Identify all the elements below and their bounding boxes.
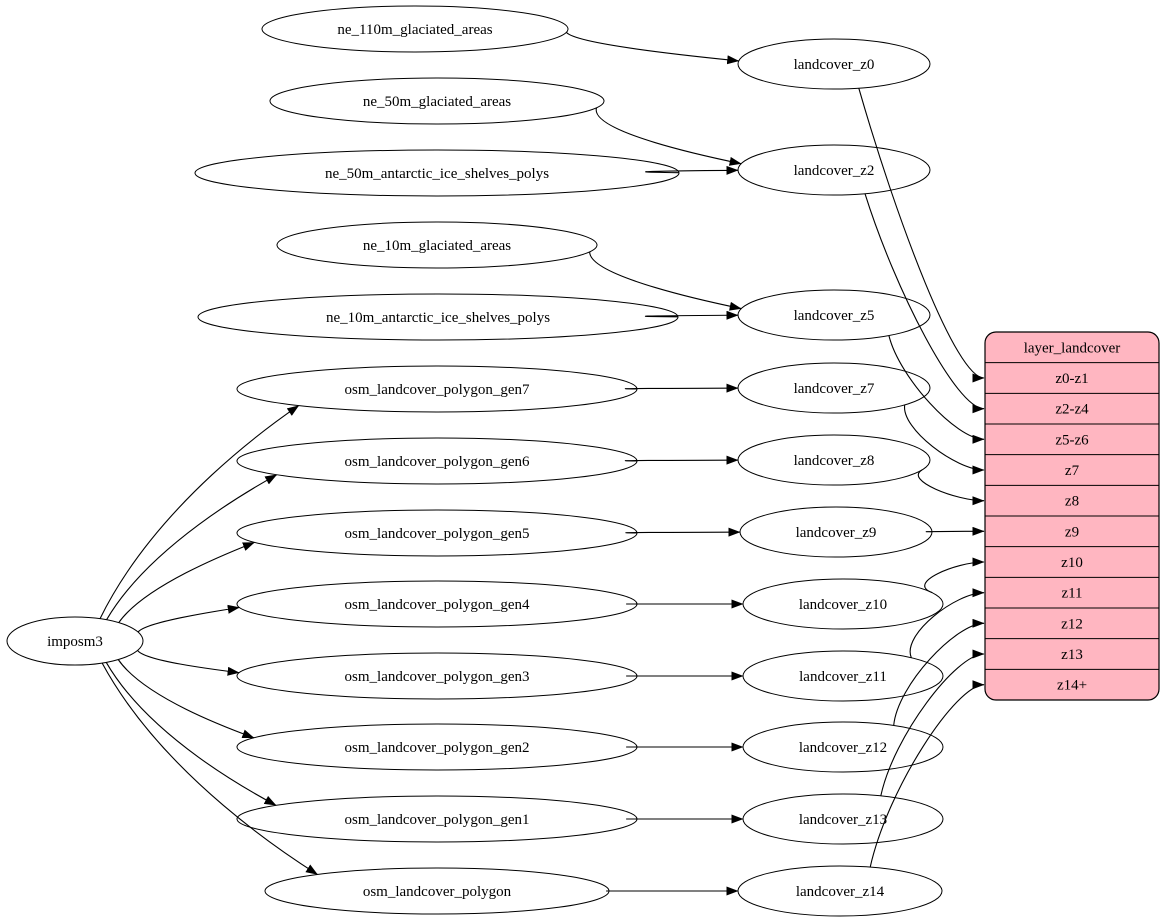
- node-landcover_z12: landcover_z12: [742, 721, 944, 773]
- node-osm_landcover_polygon_gen4: osm_landcover_polygon_gen4: [236, 580, 638, 628]
- node-ne_110m_glaciated_areas: ne_110m_glaciated_areas: [261, 5, 569, 53]
- edge-ne_50m_antarctic_ice_shelves_polys-to-landcover_z2: [645, 165, 739, 175]
- node-label: ne_10m_antarctic_ice_shelves_polys: [326, 310, 550, 326]
- edge-imposm3-to-osm_landcover_polygon_gen7: [99, 405, 300, 619]
- node-label: ne_10m_glaciated_areas: [363, 238, 511, 254]
- node-label: ne_50m_antarctic_ice_shelves_polys: [325, 166, 549, 182]
- node-label: ne_50m_glaciated_areas: [363, 94, 511, 110]
- edge-landcover_z0-to-layer_landcover:z0-z1: [858, 88, 985, 383]
- node-landcover_z9: landcover_z9: [739, 506, 933, 558]
- record-title: layer_landcover: [1024, 340, 1121, 356]
- edge-landcover_z7-to-layer_landcover:z7: [904, 404, 985, 475]
- node-ne_50m_antarctic_ice_shelves_polys: ne_50m_antarctic_ice_shelves_polys: [194, 149, 680, 197]
- edge-landcover_z8-to-layer_landcover:z8: [918, 469, 985, 506]
- node-shape: [261, 5, 569, 53]
- node-label: landcover_z9: [796, 525, 877, 541]
- record-row-z12: z12: [1061, 616, 1083, 632]
- node-shape: [269, 77, 605, 125]
- node-landcover_z2: landcover_z2: [737, 144, 931, 196]
- node-label: landcover_z8: [794, 453, 875, 469]
- node-label: osm_landcover_polygon_gen4: [345, 597, 530, 613]
- edge-imposm3-to-osm_landcover_polygon_gen5: [118, 541, 255, 623]
- diagram-root: imposm3 ne_110m_glaciated_areas ne_50m_gla…: [6, 5, 1160, 917]
- edge-landcover_z11-to-layer_landcover:z11: [909, 588, 985, 658]
- node-ne_10m_glaciated_areas: ne_10m_glaciated_areas: [276, 221, 598, 269]
- node-label: osm_landcover_polygon_gen1: [345, 812, 530, 828]
- edge-imposm3-to-osm_landcover_polygon_gen3: [137, 650, 240, 676]
- node-landcover_z11: landcover_z11: [742, 650, 944, 702]
- node-landcover_z8: landcover_z8: [737, 434, 931, 486]
- node-label: osm_landcover_polygon_gen3: [345, 669, 530, 685]
- node-label: landcover_z0: [794, 57, 875, 73]
- edge-imposm3-to-osm_landcover_polygon_gen4: [137, 604, 240, 633]
- node-shape: [194, 149, 680, 197]
- node-shape: [276, 221, 598, 269]
- node-label: landcover_z2: [794, 163, 875, 179]
- node-label: imposm3: [47, 634, 103, 650]
- node-landcover_z7: landcover_z7: [737, 362, 931, 414]
- edge-landcover_z9-to-layer_landcover:z9: [925, 526, 985, 536]
- record-row-z8: z8: [1065, 494, 1079, 510]
- record-row-z0-z1: z0-z1: [1055, 371, 1088, 387]
- node-label: osm_landcover_polygon_gen6: [345, 454, 530, 470]
- node-osm_landcover_polygon_gen2: osm_landcover_polygon_gen2: [236, 723, 638, 771]
- node-osm_landcover_polygon_gen5: osm_landcover_polygon_gen5: [236, 509, 638, 557]
- node-label: osm_landcover_polygon_gen7: [345, 382, 530, 398]
- edge-ne_10m_glaciated_areas-to-landcover_z5: [589, 251, 742, 311]
- node-label: osm_landcover_polygon_gen2: [345, 740, 530, 756]
- edge-ne_110m_glaciated_areas-to-landcover_z0: [565, 31, 740, 65]
- node-label: landcover_z11: [799, 669, 887, 685]
- record-row-z11: z11: [1061, 586, 1082, 602]
- node-label: landcover_z14: [796, 884, 885, 900]
- edge-imposm3-to-osm_landcover_polygon_gen6: [106, 474, 278, 620]
- node-osm_landcover_polygon_gen3: osm_landcover_polygon_gen3: [236, 652, 638, 700]
- node-landcover_z13: landcover_z13: [742, 793, 944, 845]
- node-osm_landcover_polygon: osm_landcover_polygon: [264, 867, 610, 915]
- record-row-z7: z7: [1065, 463, 1080, 479]
- node-landcover_z5: landcover_z5: [737, 289, 931, 341]
- edge-imposm3-to-osm_landcover_polygon_gen1: [105, 662, 277, 806]
- node-osm_landcover_polygon_gen6: osm_landcover_polygon_gen6: [236, 437, 638, 485]
- node-landcover_z10: landcover_z10: [742, 578, 944, 630]
- record-layer_landcover: layer_landcover z0-z1 z2-z4 z5-z6 z7 z8 z9 z10 z…: [984, 331, 1160, 701]
- edge-imposm3-to-osm_landcover_polygon: [101, 662, 318, 875]
- node-label: osm_landcover_polygon: [363, 884, 512, 900]
- node-landcover_z14: landcover_z14: [737, 865, 943, 917]
- edge-osm_landcover_polygon_gen6-to-landcover_z8: [625, 455, 739, 465]
- node-label: landcover_z13: [799, 812, 887, 828]
- node-label: landcover_z10: [799, 597, 887, 613]
- record-row-z14+: z14+: [1057, 678, 1087, 694]
- edge-osm_landcover_polygon_gen7-to-landcover_z7: [625, 383, 739, 393]
- record-row-z5-z6: z5-z6: [1055, 432, 1089, 448]
- edge-osm_landcover_polygon_gen5-to-landcover_z9: [625, 527, 741, 537]
- node-label: osm_landcover_polygon_gen5: [345, 526, 530, 542]
- node-label: ne_110m_glaciated_areas: [337, 22, 492, 38]
- node-label: landcover_z12: [799, 740, 887, 756]
- node-osm_landcover_polygon_gen1: osm_landcover_polygon_gen1: [236, 795, 638, 843]
- record-row-z13: z13: [1061, 647, 1083, 663]
- edge-landcover_z5-to-layer_landcover:z5-z6: [888, 335, 985, 444]
- node-shape: [197, 293, 679, 341]
- node-label: landcover_z7: [794, 381, 875, 397]
- edge-landcover_z2-to-layer_landcover:z2-z4: [864, 193, 985, 414]
- node-imposm3: imposm3: [6, 616, 144, 666]
- edge-ne_10m_antarctic_ice_shelves_polys-to-landcover_z5: [644, 310, 739, 320]
- record-row-z9: z9: [1065, 524, 1079, 540]
- node-label: landcover_z5: [794, 308, 875, 324]
- edge-landcover_z10-to-layer_landcover:z10: [924, 557, 985, 594]
- node-ne_50m_glaciated_areas: ne_50m_glaciated_areas: [269, 77, 605, 125]
- node-osm_landcover_polygon_gen7: osm_landcover_polygon_gen7: [236, 365, 638, 413]
- record-row-z10: z10: [1061, 555, 1083, 571]
- edge-landcover_z12-to-layer_landcover:z12: [893, 618, 985, 726]
- node-landcover_z0: landcover_z0: [737, 38, 931, 90]
- node-ne_10m_antarctic_ice_shelves_polys: ne_10m_antarctic_ice_shelves_polys: [197, 293, 679, 341]
- edge-ne_50m_glaciated_areas-to-landcover_z2: [595, 107, 742, 166]
- edge-imposm3-to-osm_landcover_polygon_gen2: [117, 659, 255, 739]
- node-shape: [6, 616, 144, 666]
- edge-landcover_z14-to-layer_landcover:z14+: [869, 680, 985, 868]
- record-row-z2-z4: z2-z4: [1055, 402, 1089, 418]
- edge-landcover_z13-to-layer_landcover:z13: [880, 649, 985, 797]
